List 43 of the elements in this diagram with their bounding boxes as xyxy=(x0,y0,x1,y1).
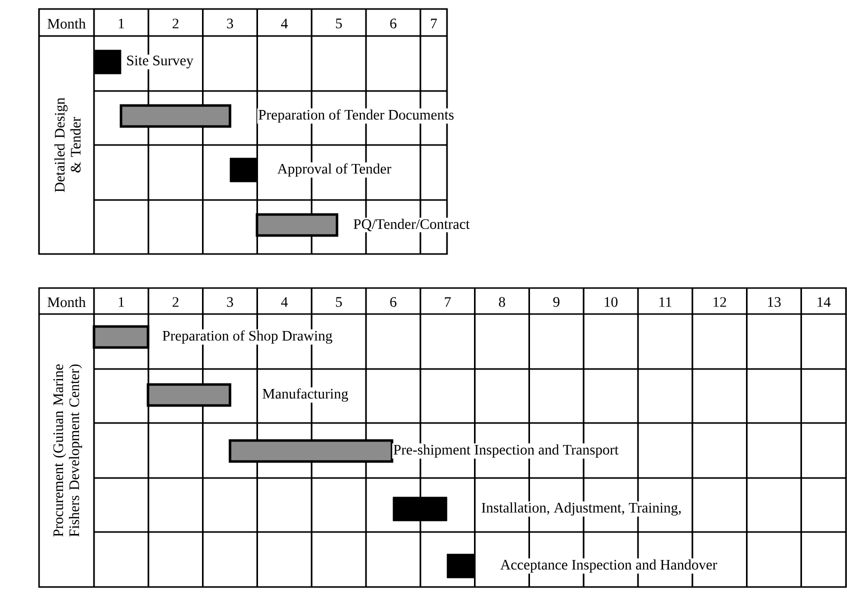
month-number: 9 xyxy=(553,297,560,307)
month-number: 8 xyxy=(498,297,506,307)
gantt-bar xyxy=(230,158,258,182)
header-label: Month xyxy=(48,18,86,29)
month-number: 1 xyxy=(118,18,124,28)
month-number: 12 xyxy=(714,297,726,307)
task-label: Manufacturing xyxy=(261,387,350,403)
task-label: PQ/Tender/Contract xyxy=(352,218,471,232)
section-label: Detailed Design & Tender xyxy=(54,98,81,192)
month-number: 3 xyxy=(227,18,234,28)
gantt-bar xyxy=(228,439,394,463)
gantt-bar xyxy=(446,554,476,578)
task-label: Preparation of Shop Drawing xyxy=(161,329,334,345)
month-number: 2 xyxy=(172,297,178,307)
task-label: Site Survey xyxy=(125,54,194,70)
gantt-bar xyxy=(256,213,338,237)
task-label: Acceptance Inspection and Handover xyxy=(499,558,718,574)
month-number: 5 xyxy=(336,297,342,307)
month-number: 7 xyxy=(431,18,437,28)
month-number: 3 xyxy=(227,297,234,307)
month-number: 13 xyxy=(768,297,781,307)
month-number: 4 xyxy=(281,18,288,28)
month-number: 1 xyxy=(118,297,124,307)
month-number: 2 xyxy=(172,18,178,28)
month-number: 6 xyxy=(390,297,396,307)
gantt-bar xyxy=(146,383,232,407)
gantt-bar xyxy=(120,104,232,128)
month-number: 14 xyxy=(818,297,831,307)
month-number: 7 xyxy=(444,297,451,307)
task-label: Preparation of Tender Documents xyxy=(257,108,456,124)
header-label: Month xyxy=(48,296,86,308)
month-number: 10 xyxy=(604,297,618,307)
month-number: 11 xyxy=(660,297,672,307)
month-number: 6 xyxy=(390,18,396,28)
section-label: Procurement (Guiuan Marine Fishers Development Center) xyxy=(52,364,82,537)
gantt-bar xyxy=(94,50,122,74)
month-number: 5 xyxy=(336,18,342,28)
task-label: Pre-shipment Inspection and Transport xyxy=(392,443,620,459)
task-label: Installation, Adjustment, Training, xyxy=(480,501,683,517)
month-number: 4 xyxy=(281,297,288,307)
task-label: Approval of Tender xyxy=(276,162,392,178)
gantt-bar xyxy=(92,325,150,349)
gantt-bar xyxy=(392,496,448,522)
